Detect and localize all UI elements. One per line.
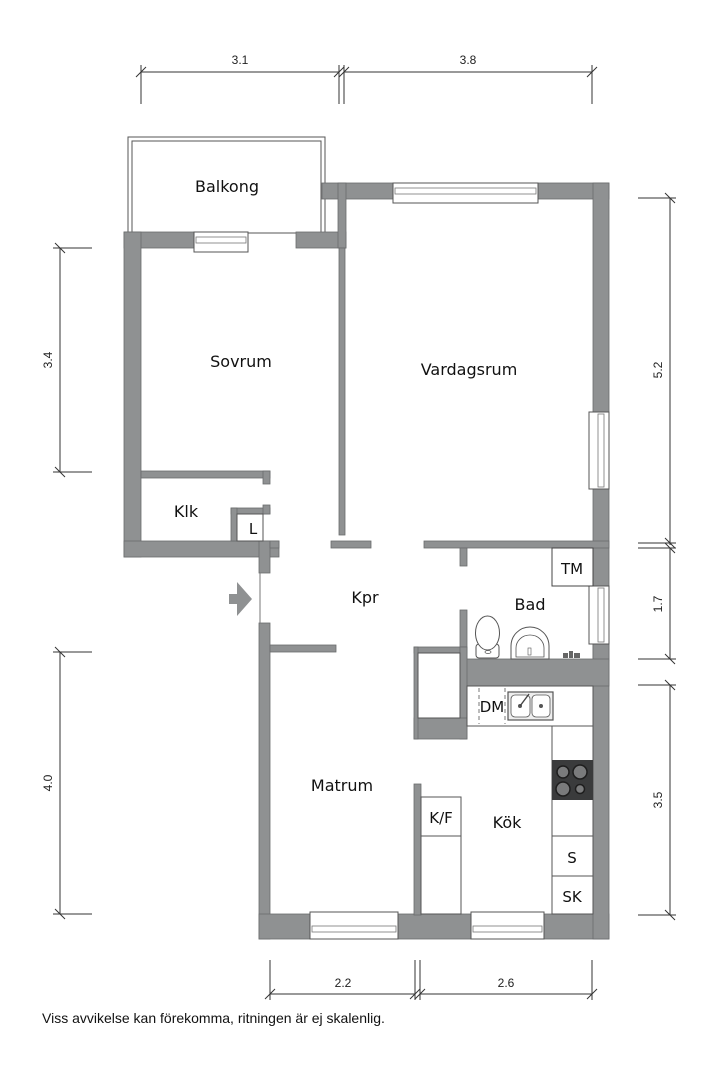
window-bad-right: [588, 585, 610, 645]
dim-right-upper: 5.2: [651, 361, 665, 378]
dimension-right: 5.2 1.7 3.5: [638, 192, 676, 921]
entrance-arrow-icon: [229, 582, 252, 616]
closet-l: [236, 513, 264, 542]
fixture-label-kf: K/F: [429, 809, 453, 827]
walls: [123, 182, 610, 940]
room-label-kok: Kök: [493, 813, 522, 832]
dim-bottom-right: 2.6: [498, 976, 515, 990]
fixture-label-dm: DM: [480, 698, 505, 716]
dim-bottom-left: 2.2: [335, 976, 352, 990]
washing-machine: [551, 547, 594, 587]
windows: [193, 182, 610, 940]
toilet-icon: [475, 615, 500, 659]
disclaimer-text: Viss avvikelse kan förekomma, ritningen …: [42, 1010, 385, 1026]
fixture-label-s: S: [567, 849, 577, 867]
dim-right-lower: 3.5: [651, 791, 665, 808]
washbasin-icon: [510, 626, 550, 660]
room-label-balkong: Balkong: [195, 177, 259, 196]
dimension-bottom: 2.2 2.6: [264, 960, 598, 1000]
room-label-vardagsrum: Vardagsrum: [421, 360, 518, 379]
room-label-matrum: Matrum: [311, 776, 373, 795]
dimension-top: 3.1 3.8: [135, 53, 598, 104]
kitchen-counter-right: [551, 725, 594, 915]
window-balcony-door: [193, 231, 249, 253]
wardrobe: [417, 652, 461, 719]
dim-top-left: 3.1: [232, 53, 249, 67]
window-kok-bottom: [470, 911, 545, 940]
window-matrum-bottom: [309, 911, 399, 940]
dim-left-lower: 4.0: [41, 774, 55, 791]
dimension-left: 3.4 4.0: [41, 242, 92, 920]
faucet-icon: [563, 651, 580, 658]
room-label-sovrum: Sovrum: [210, 352, 272, 371]
fixture-label-tm: TM: [560, 560, 583, 578]
dim-right-middle: 1.7: [651, 595, 665, 612]
window-living-right: [588, 411, 610, 490]
dim-top-right: 3.8: [460, 53, 477, 67]
window-living-top: [392, 182, 539, 204]
dim-left-upper: 3.4: [41, 351, 55, 368]
stove-icon: [552, 760, 593, 800]
room-label-l: L: [249, 520, 258, 538]
balcony: [127, 136, 326, 234]
room-label-klk: Klk: [174, 502, 199, 521]
sink-icon: [507, 691, 554, 721]
fridge-freezer: [420, 796, 462, 915]
fixture-label-sk: SK: [562, 888, 583, 906]
room-label-kpr: Kpr: [351, 588, 379, 607]
room-label-bad: Bad: [515, 595, 546, 614]
